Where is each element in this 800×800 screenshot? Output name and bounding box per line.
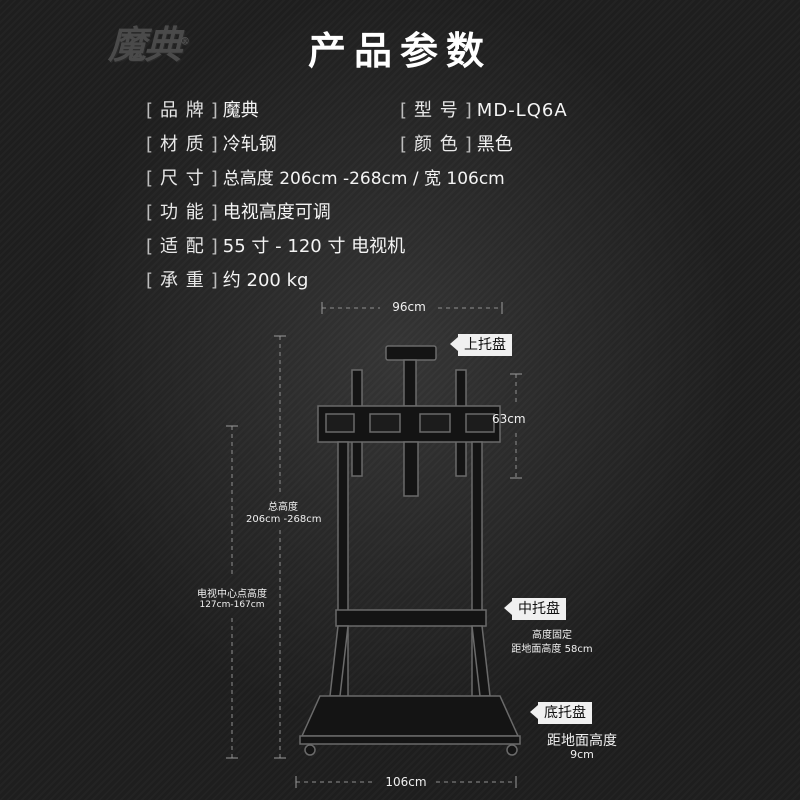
bottom-tray-shape [300, 695, 520, 737]
brand-logo: 魔典® [108, 14, 190, 69]
upper-tray-post [403, 359, 417, 407]
spec-value-material: 冷轧钢 [222, 134, 277, 155]
brand-logo-text: 魔典 [108, 22, 182, 67]
spec-row-model: [型 号]MD-LQ6A [400, 100, 568, 121]
upper-tray-tag: 上托盘 [450, 334, 512, 356]
spec-row-color: [颜 色]黑色 [400, 134, 513, 155]
bottom-tray-note-label: 距地面高度 [547, 733, 617, 749]
crossbar-slot [325, 413, 355, 433]
bottom-tray-note-value: 9cm [570, 748, 594, 761]
spec-row-brand: [品 牌]魔典 [146, 100, 259, 121]
spec-value-function: 电视高度可调 [222, 202, 331, 223]
base-frame [299, 735, 521, 745]
caster-wheel [304, 744, 316, 756]
crossbar-slot [369, 413, 401, 433]
spec-label-model: 型 号 [414, 100, 459, 121]
spec-label-brand: 品 牌 [160, 100, 205, 121]
middle-tray-note-fixed: 高度固定 [532, 630, 572, 641]
spec-value-fit: 55 寸 - 120 寸 电视机 [222, 236, 406, 257]
spec-row-size: [尺 寸]总高度 206cm -268cm / 宽 106cm [146, 168, 505, 189]
spec-row-fit: [适 配]55 寸 - 120 寸 电视机 [146, 236, 406, 257]
bottom-tray-tag: 底托盘 [530, 702, 592, 724]
spec-row-load: [承 重]约 200 kg [146, 270, 309, 291]
spec-label-load: 承 重 [160, 270, 205, 291]
dim-top-width-label: 96cm [392, 300, 426, 314]
spec-label-color: 颜 色 [414, 134, 459, 155]
middle-tray-shape [335, 609, 487, 627]
spec-row-function: [功 能]电视高度可调 [146, 202, 331, 223]
spec-label-size: 尺 寸 [160, 168, 205, 189]
dim-bracket-height-label: 63cm [492, 412, 526, 426]
total-height-label: 总高度 [268, 502, 298, 513]
spec-label-material: 材 质 [160, 134, 205, 155]
registered-mark: ® [180, 36, 190, 48]
spec-value-size: 总高度 206cm -268cm / 宽 106cm [222, 169, 505, 189]
dimension-ticks [226, 302, 522, 788]
center-height-value: 127cm-167cm [199, 600, 265, 610]
upper-tray-shape [385, 345, 437, 361]
spec-label-function: 功 能 [160, 202, 205, 223]
spec-value-load: 约 200 kg [222, 270, 309, 291]
spec-value-model: MD-LQ6A [476, 100, 568, 121]
spec-value-color: 黑色 [476, 134, 513, 155]
crossbar-slot [465, 413, 495, 433]
dimension-lines [231, 307, 517, 783]
dim-base-width-label: 106cm [385, 775, 427, 789]
spec-label-fit: 适 配 [160, 236, 205, 257]
center-slider [403, 441, 419, 497]
spec-value-brand: 魔典 [222, 100, 259, 121]
middle-tray-tag: 中托盘 [504, 598, 566, 620]
middle-tray-note-height: 距地面高度 58cm [511, 644, 593, 655]
total-height-value: 206cm -268cm [246, 514, 322, 525]
caster-wheel [506, 744, 518, 756]
page-title: 产品参数 [307, 29, 492, 73]
spec-row-material: [材 质]冷轧钢 [146, 134, 277, 155]
crossbar-slot [419, 413, 451, 433]
stand-structure [299, 345, 521, 756]
center-height-label: 电视中心点高度 [197, 589, 267, 600]
